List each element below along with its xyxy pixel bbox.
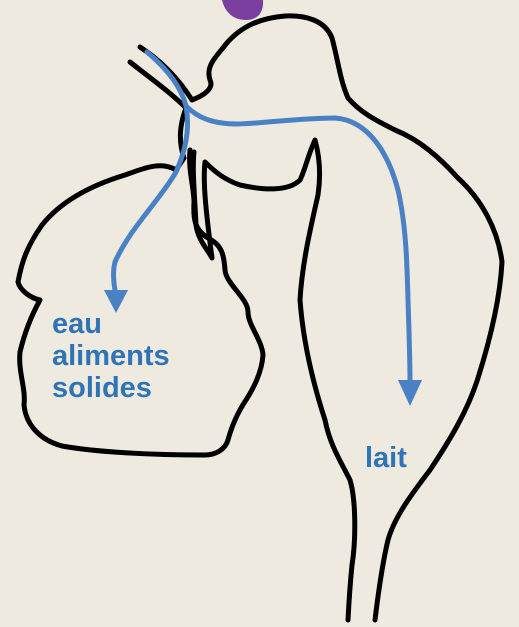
inner-divider-outline — [193, 140, 354, 620]
left-chamber-label: eau aliments solides — [52, 309, 170, 405]
label-eau: eau — [52, 309, 170, 341]
arrowhead-right — [398, 380, 422, 406]
top-purple-mark — [222, 0, 263, 20]
right-chamber-outline — [140, 16, 502, 620]
label-lait: lait — [365, 443, 407, 475]
label-aliments: aliments — [52, 341, 170, 373]
label-solides: solides — [52, 373, 170, 405]
